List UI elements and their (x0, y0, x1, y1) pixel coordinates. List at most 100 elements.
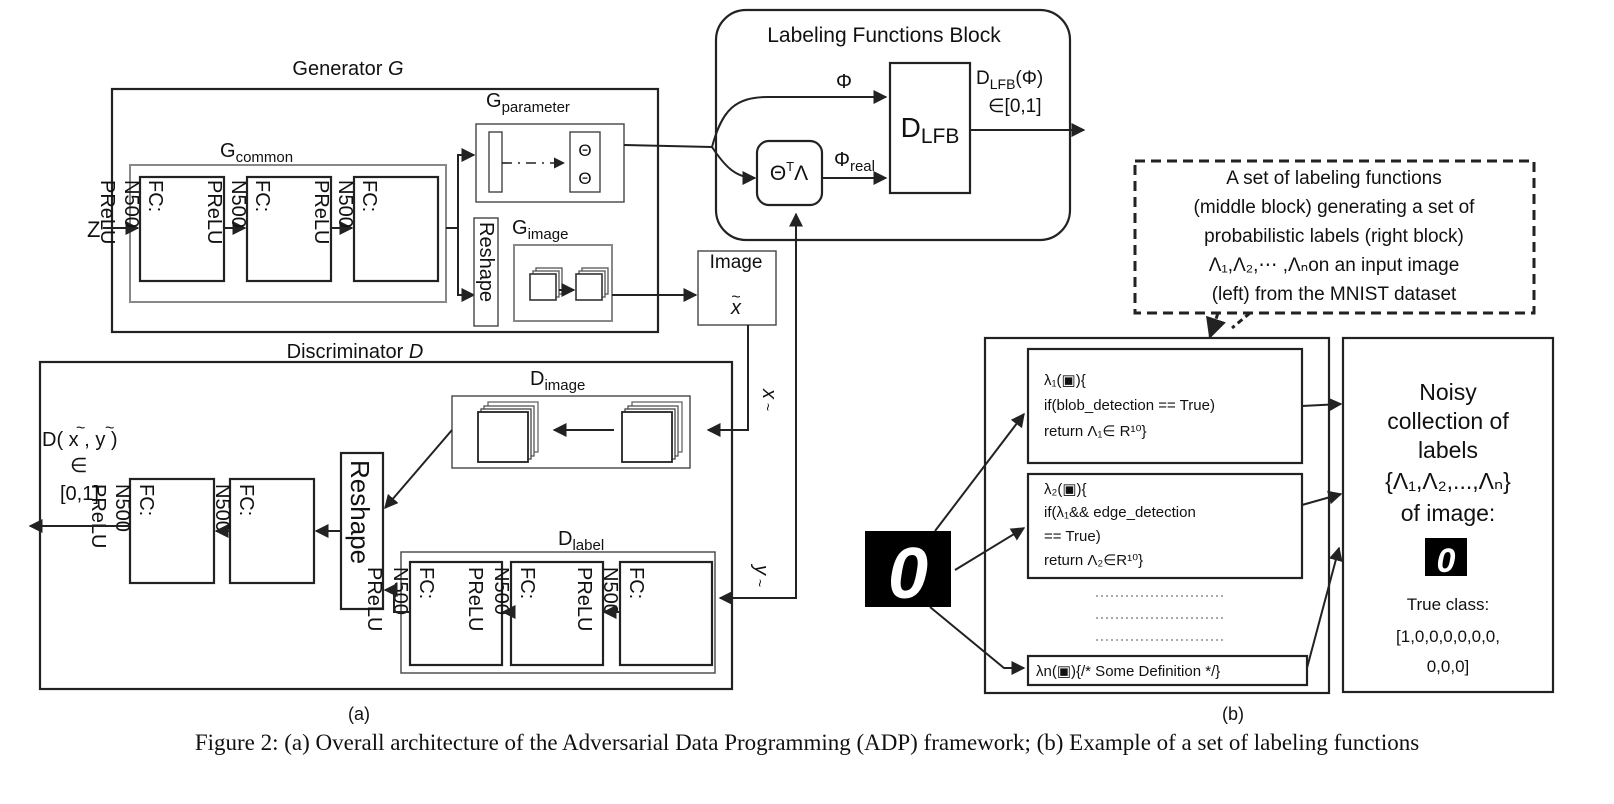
lf1-to-noisy-arrow (1301, 397, 1343, 412)
svg-text:FC:N500PReLU: FC:N500PReLU (363, 567, 437, 631)
explanation-line-3: probabilistic labels (right block) (1204, 226, 1464, 247)
noisy-labels-block: Noisy collection of labels {Λ₁,Λ₂,...,Λₙ… (1341, 336, 1555, 694)
phi-arrow (711, 90, 888, 148)
g-reshape-block (473, 217, 499, 327)
phi-real-label: Φreal (834, 149, 875, 175)
tilde-mark: ~ (731, 289, 740, 306)
d-output-label-3: [0,1] (60, 483, 99, 505)
tilde-mark: ~ (105, 420, 114, 437)
dlfb-output-label-2: ∈[0,1] (988, 96, 1042, 117)
noisy-line-3: labels (1418, 437, 1478, 463)
discriminator-block: Discriminator D Dimage Reshape Dlabel FC… (28, 341, 734, 691)
dlfb-box (888, 61, 972, 195)
g-parameter-output-bar (569, 131, 601, 193)
g-image-cube-2 (575, 267, 609, 301)
image-node-x-tilde: x (730, 297, 742, 319)
svg-text:FC:N500PReLU: FC:N500PReLU (96, 180, 166, 244)
noisy-digit: 0 (1437, 542, 1456, 580)
d-label-label: Dlabel (558, 528, 604, 554)
tilde-mark: ~ (76, 420, 85, 437)
d-fc-1: FC:N500PReLU (87, 477, 216, 585)
lf2-to-noisy-arrow (1301, 490, 1343, 506)
lf-1-line-3: return Λ₁∈ R¹⁰} (1044, 423, 1147, 440)
svg-text:FC:N500PReLU: FC:N500PReLU (464, 567, 538, 631)
lf-2-line-1: λ₂(▣){ (1044, 481, 1087, 498)
image-to-lf2-arrow (954, 527, 1026, 571)
true-class-value-2: 0,0,0] (1427, 657, 1470, 676)
lf-2-line-2: if(λ₁&& edge_detection (1044, 504, 1196, 521)
image-to-lfn-arrow (929, 606, 1026, 675)
x-to-d-image-arrow (706, 325, 749, 437)
theta-symbol-2: Θ (578, 169, 591, 188)
tilde-mark: ~ (752, 579, 768, 587)
d-label-fc-2: FC:N500PReLU (464, 560, 605, 667)
noisy-line-4: {Λ₁,Λ₂,...,Λₙ} (1385, 468, 1511, 494)
part-label-a: (a) (348, 704, 370, 724)
explanation-line-2: (middle block) generating a set of (1194, 197, 1476, 218)
lf-1-box: λ₁(▣){ if(blob_detection == True) return… (1026, 347, 1304, 465)
dlfb-label: DLFB (901, 112, 960, 148)
theta-lambda-label: ΘTΛ (770, 159, 808, 185)
lf-1-line-2: if(blob_detection == True) (1044, 397, 1215, 414)
part-label-b: (b) (1222, 704, 1244, 724)
mnist-input-image: 0 (865, 531, 951, 614)
phi-label: Φ (836, 71, 852, 93)
d-image-to-reshape-arrow (384, 429, 453, 510)
labeling-functions-block: Labeling Functions Block DLFB ΘTΛ Φ Φrea… (623, 8, 1072, 242)
z-input-label: Z (87, 217, 100, 242)
labeling-block-title: Labeling Functions Block (767, 24, 1001, 47)
lf-2-line-3: == True) (1044, 528, 1101, 545)
explanation-pointer-left (1206, 312, 1226, 339)
noisy-line-2: collection of (1387, 408, 1509, 434)
d-label-fc-1: FC:N500PReLU (363, 560, 504, 667)
explanation-box: A set of labeling functions (middle bloc… (1133, 159, 1536, 315)
lf-2-line-4: return Λ₂∈R¹⁰} (1044, 552, 1143, 569)
g-common-fc-2: FC:N500PReLU (203, 175, 333, 283)
g-image-label: Gimage (512, 217, 568, 243)
mnist-digit: 0 (888, 534, 928, 614)
explanation-line-5: (left) from the MNIST dataset (1212, 284, 1457, 305)
d-label-to-reshape-arrow (383, 583, 410, 613)
d-image-label: Dimage (530, 368, 585, 394)
dlfb-output-label-1: DLFB(Φ) (976, 68, 1043, 92)
adp-architecture-diagram: Generator G Gcommon Z FC:N500PReLU FC:N5… (28, 8, 1555, 724)
y-tilde-label: y (750, 563, 772, 576)
theta-lambda-box (755, 139, 824, 207)
d-reshape-block (339, 451, 385, 611)
g-common-label: Gcommon (220, 140, 293, 166)
lf-n-box: λn(▣){/* Some Definition */} (1026, 654, 1309, 687)
g-parameter-label: Gparameter (486, 90, 570, 116)
generator-block: Generator G Gcommon Z FC:N500PReLU FC:N5… (87, 58, 660, 334)
explanation-line-4: Λ₁,Λ₂,⋯ ,Λₙon an input image (1209, 255, 1460, 276)
explanation-pointer-right (1231, 311, 1251, 330)
image-to-lf1-arrow (934, 412, 1025, 532)
g-common-fc-1: FC:N500PReLU (96, 175, 226, 283)
d-image-cube-1 (477, 401, 539, 463)
g-split-arrow-bottom (457, 228, 476, 302)
tilde-mark: ~ (760, 403, 776, 411)
g-parameter-input-bar (488, 131, 503, 193)
noisy-line-1: Noisy (1419, 379, 1477, 405)
svg-text:FC:N500PReLU: FC:N500PReLU (573, 567, 647, 631)
svg-text:FC:N500PReLU: FC:N500PReLU (310, 180, 380, 244)
d-output-label-2: ∈ (70, 455, 87, 477)
g-image-cube-1 (529, 267, 563, 301)
noisy-digit-thumb (1425, 538, 1467, 576)
generator-title: Generator G (292, 58, 403, 80)
explanation-line-1: A set of labeling functions (1226, 168, 1441, 189)
svg-text:FC:N500PReLU: FC:N500PReLU (87, 484, 157, 548)
discriminator-title: Discriminator D (287, 341, 424, 363)
d-reshape-label: Reshape (345, 460, 375, 564)
g-split-arrow-top (446, 148, 476, 229)
theta-to-lfb-line (623, 144, 713, 148)
lfn-to-noisy-arrow (1306, 546, 1343, 669)
image-node-label: Image (710, 252, 763, 273)
lf-n-line-1: λn(▣){/* Some Definition */} (1036, 663, 1220, 680)
g-common-fc-3: FC:N500PReLU (310, 175, 440, 283)
true-class-value-1: [1,0,0,0,0,0,0, (1396, 627, 1500, 646)
d-label-fc-3: FC:N500PReLU (573, 560, 714, 667)
svg-text:FC:N500PReLU: FC:N500PReLU (203, 180, 273, 244)
x-tilde-label: x (758, 388, 780, 400)
figure-caption: Figure 2: (a) Overall architecture of th… (194, 730, 1420, 755)
theta-symbol-1: Θ (578, 141, 591, 160)
